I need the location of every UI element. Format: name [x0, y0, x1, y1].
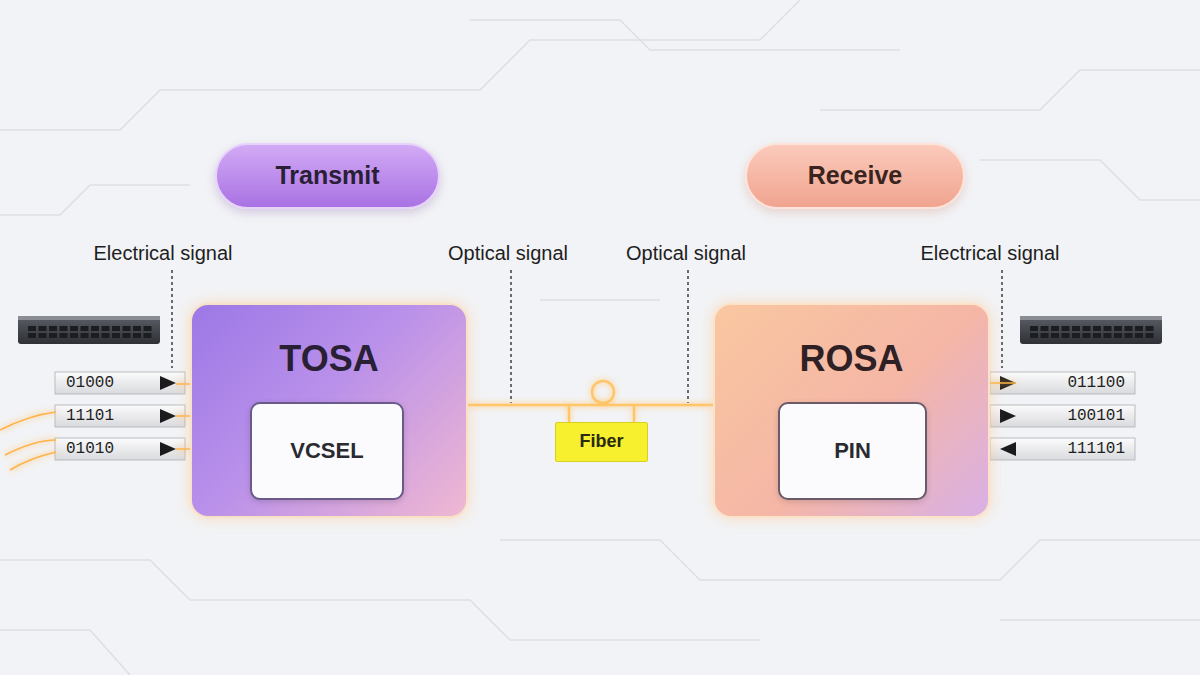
module-box: ROSA PIN: [713, 303, 990, 518]
switch-port: [70, 333, 78, 338]
component-box: VCSEL: [250, 402, 404, 500]
bit-pattern: 01000: [66, 373, 114, 393]
switch-port: [1062, 333, 1070, 338]
pill-label: Transmit: [215, 143, 440, 209]
switch-port: [1104, 333, 1112, 338]
signal-label: Optical signal: [448, 241, 568, 265]
signal-label: Electrical signal: [94, 241, 233, 265]
switch-port: [1125, 326, 1133, 331]
switch-port: [1062, 326, 1070, 331]
switch-port: [28, 333, 36, 338]
bit-pattern: 11101: [66, 406, 114, 426]
switch-port: [133, 326, 141, 331]
switch-port: [1104, 326, 1112, 331]
switch-port: [1114, 326, 1122, 331]
switch-port: [102, 333, 110, 338]
switch-port: [1072, 333, 1080, 338]
node-text: TOSA: [279, 339, 378, 379]
switch-port: [81, 326, 89, 331]
switch-port: [1146, 326, 1154, 331]
optical-link: [634, 405, 713, 422]
switch-port: [1051, 326, 1059, 331]
switch-port: [91, 333, 99, 338]
switch-port: [123, 333, 131, 338]
module-box: TOSA VCSEL: [190, 303, 468, 518]
switch-port: [133, 333, 141, 338]
pill-label: Receive: [745, 143, 965, 209]
switch-port: [70, 326, 78, 331]
node-text: ROSA: [799, 339, 903, 379]
bit-pattern: 111101: [1067, 439, 1125, 459]
switch-port: [28, 326, 36, 331]
switch-port: [1146, 333, 1154, 338]
switch-port: [1030, 326, 1038, 331]
node-text: VCSEL: [290, 439, 363, 463]
signal-label: Electrical signal: [921, 241, 1060, 265]
switch-port: [102, 326, 110, 331]
switch-port: [49, 326, 57, 331]
switch-port: [1093, 326, 1101, 331]
switch-port: [1135, 326, 1143, 331]
bit-pattern: 01010: [66, 439, 114, 459]
switch-port: [60, 333, 68, 338]
switch-port: [112, 326, 120, 331]
switch-port: [1030, 333, 1038, 338]
switch-port: [112, 333, 120, 338]
switch-port: [1125, 333, 1133, 338]
switch-port: [1083, 333, 1091, 338]
node-text: Transmit: [275, 162, 379, 190]
switch-port: [144, 333, 152, 338]
switch-port: [1135, 333, 1143, 338]
switch-port: [60, 326, 68, 331]
switch-port: [1072, 326, 1080, 331]
switch-port: [49, 333, 57, 338]
switch-port: [123, 326, 131, 331]
switch-port: [81, 333, 89, 338]
fiber-loop: [569, 381, 634, 405]
signal-label: Optical signal: [626, 241, 746, 265]
switch-port: [39, 326, 47, 331]
switch-port: [1114, 333, 1122, 338]
node-text: PIN: [834, 439, 871, 463]
optical-link: [468, 405, 569, 422]
switch-port: [1041, 326, 1049, 331]
fiber-box: Fiber: [555, 422, 648, 462]
switch-port: [1093, 333, 1101, 338]
switch-port: [144, 326, 152, 331]
component-box: PIN: [778, 402, 927, 500]
switch-port: [91, 326, 99, 331]
switch-port: [1051, 333, 1059, 338]
node-text: Fiber: [579, 432, 623, 452]
switch-port: [1083, 326, 1091, 331]
node-text: Receive: [808, 162, 903, 190]
switch-port: [39, 333, 47, 338]
bit-pattern: 011100: [1067, 373, 1125, 393]
switch-port: [1041, 333, 1049, 338]
bit-pattern: 100101: [1067, 406, 1125, 426]
